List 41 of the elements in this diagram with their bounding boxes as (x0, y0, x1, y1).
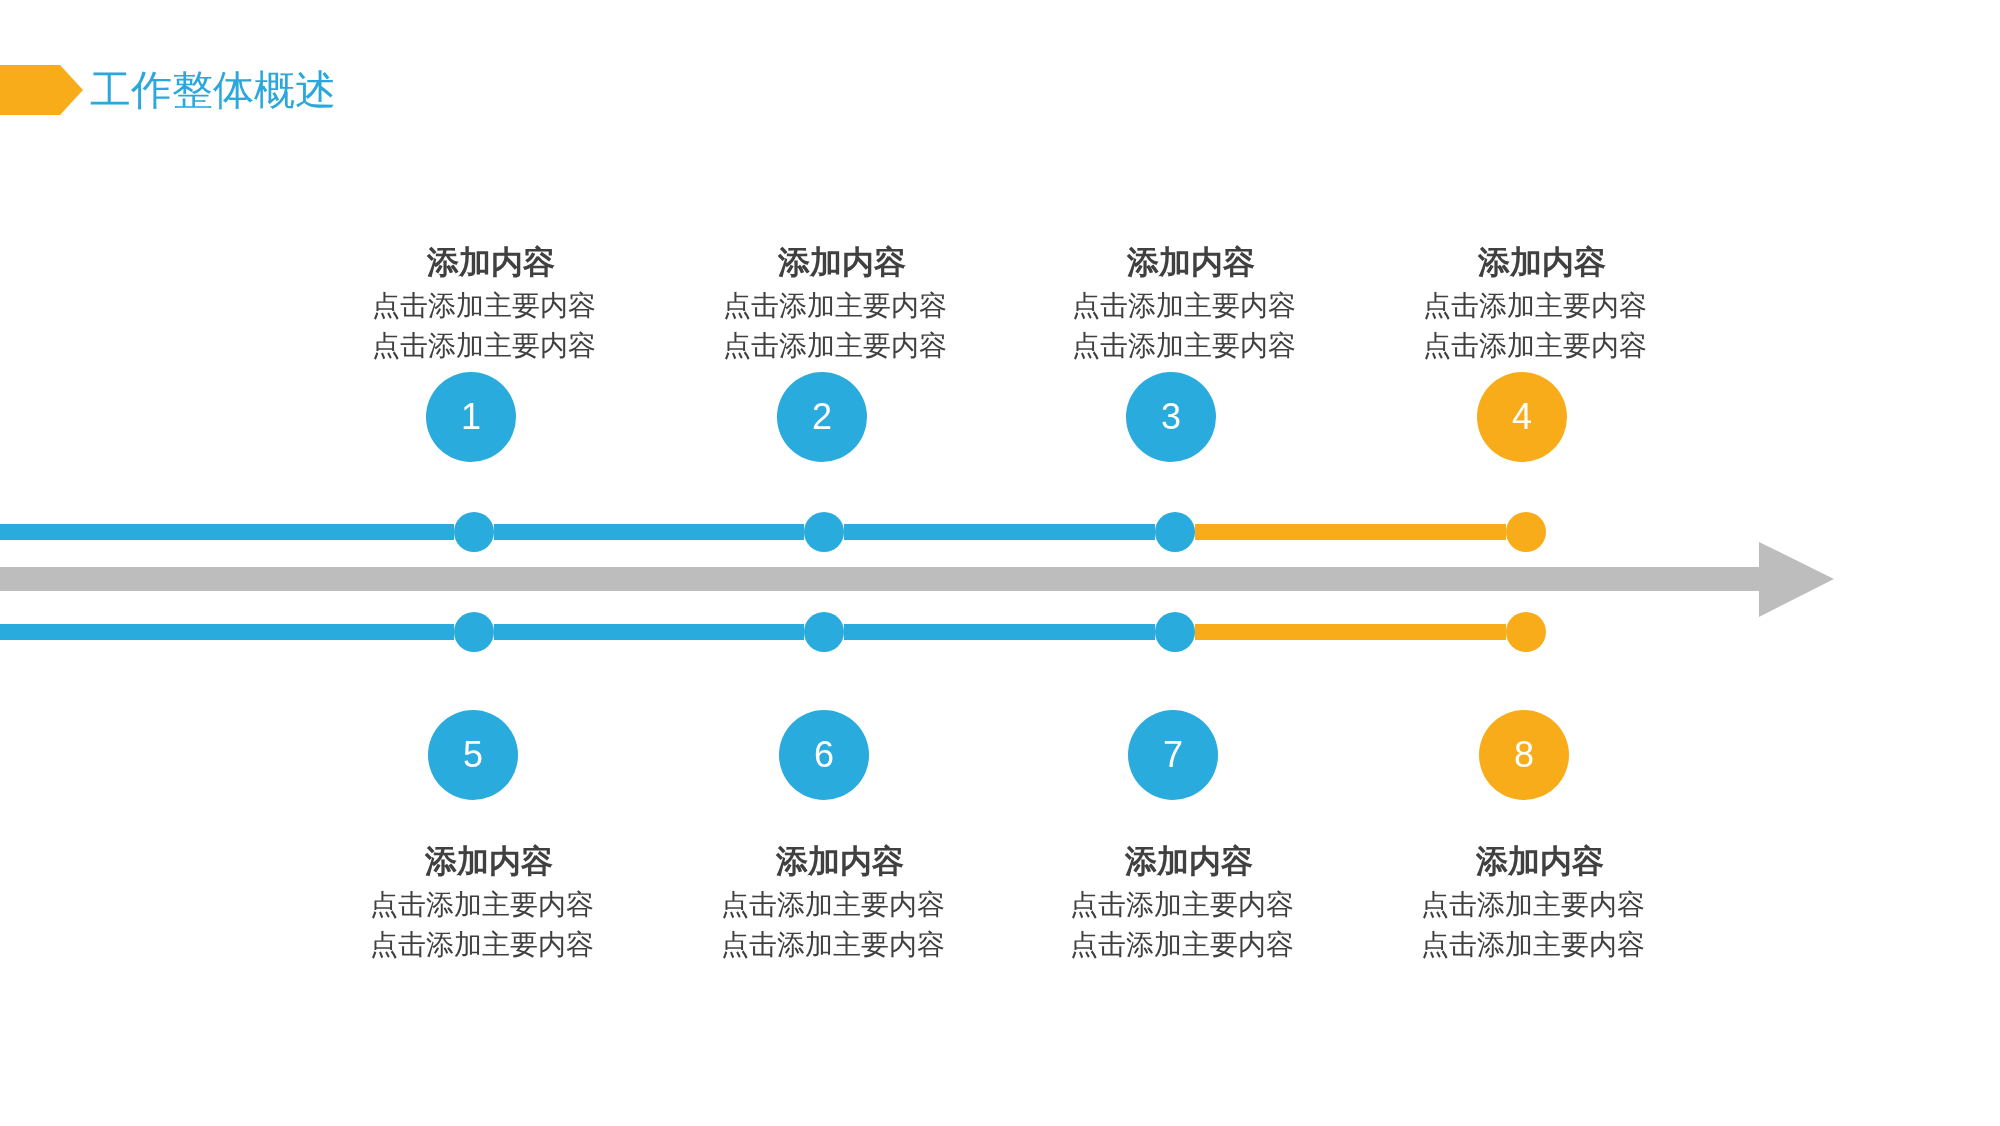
step-heading: 添加内容 (427, 243, 555, 282)
number-circle: 4 (1477, 372, 1567, 462)
timeline-segment (844, 524, 1155, 540)
number-circle: 7 (1128, 710, 1218, 800)
step-heading: 添加内容 (1476, 842, 1604, 881)
step-description: 点击添加主要内容点击添加主要内容 (720, 888, 946, 962)
step-description: 点击添加主要内容点击添加主要内容 (1069, 888, 1295, 962)
step-heading: 添加内容 (425, 842, 553, 881)
timeline-dot (804, 512, 844, 552)
number-circle: 2 (777, 372, 867, 462)
step-description: 点击添加主要内容点击添加主要内容 (1422, 289, 1648, 363)
step-description: 点击添加主要内容点击添加主要内容 (371, 289, 597, 363)
timeline-dot (1506, 612, 1546, 652)
timeline-dot (1155, 612, 1195, 652)
timeline-segment (844, 624, 1155, 640)
timeline-segment (1195, 624, 1506, 640)
step-heading: 添加内容 (1478, 243, 1606, 282)
timeline-segment (494, 524, 804, 540)
timeline-segment (0, 524, 454, 540)
timeline-segment (1195, 524, 1506, 540)
number-circle: 6 (779, 710, 869, 800)
timeline-dot (454, 612, 494, 652)
step-description: 点击添加主要内容点击添加主要内容 (1420, 888, 1646, 962)
number-circle: 8 (1479, 710, 1569, 800)
number-circle: 5 (428, 710, 518, 800)
step-description: 点击添加主要内容点击添加主要内容 (369, 888, 595, 962)
timeline-dot (454, 512, 494, 552)
step-description: 点击添加主要内容点击添加主要内容 (722, 289, 948, 363)
step-heading: 添加内容 (776, 842, 904, 881)
step-heading: 添加内容 (778, 243, 906, 282)
timeline-dot (1506, 512, 1546, 552)
number-circle: 3 (1126, 372, 1216, 462)
step-description: 点击添加主要内容点击添加主要内容 (1071, 289, 1297, 363)
slide-title: 工作整体概述 (90, 66, 336, 115)
timeline-dot (1155, 512, 1195, 552)
timeline-segment (494, 624, 804, 640)
step-heading: 添加内容 (1127, 243, 1255, 282)
timeline-segment (0, 624, 454, 640)
timeline-dot (804, 612, 844, 652)
number-circle: 1 (426, 372, 516, 462)
step-heading: 添加内容 (1125, 842, 1253, 881)
